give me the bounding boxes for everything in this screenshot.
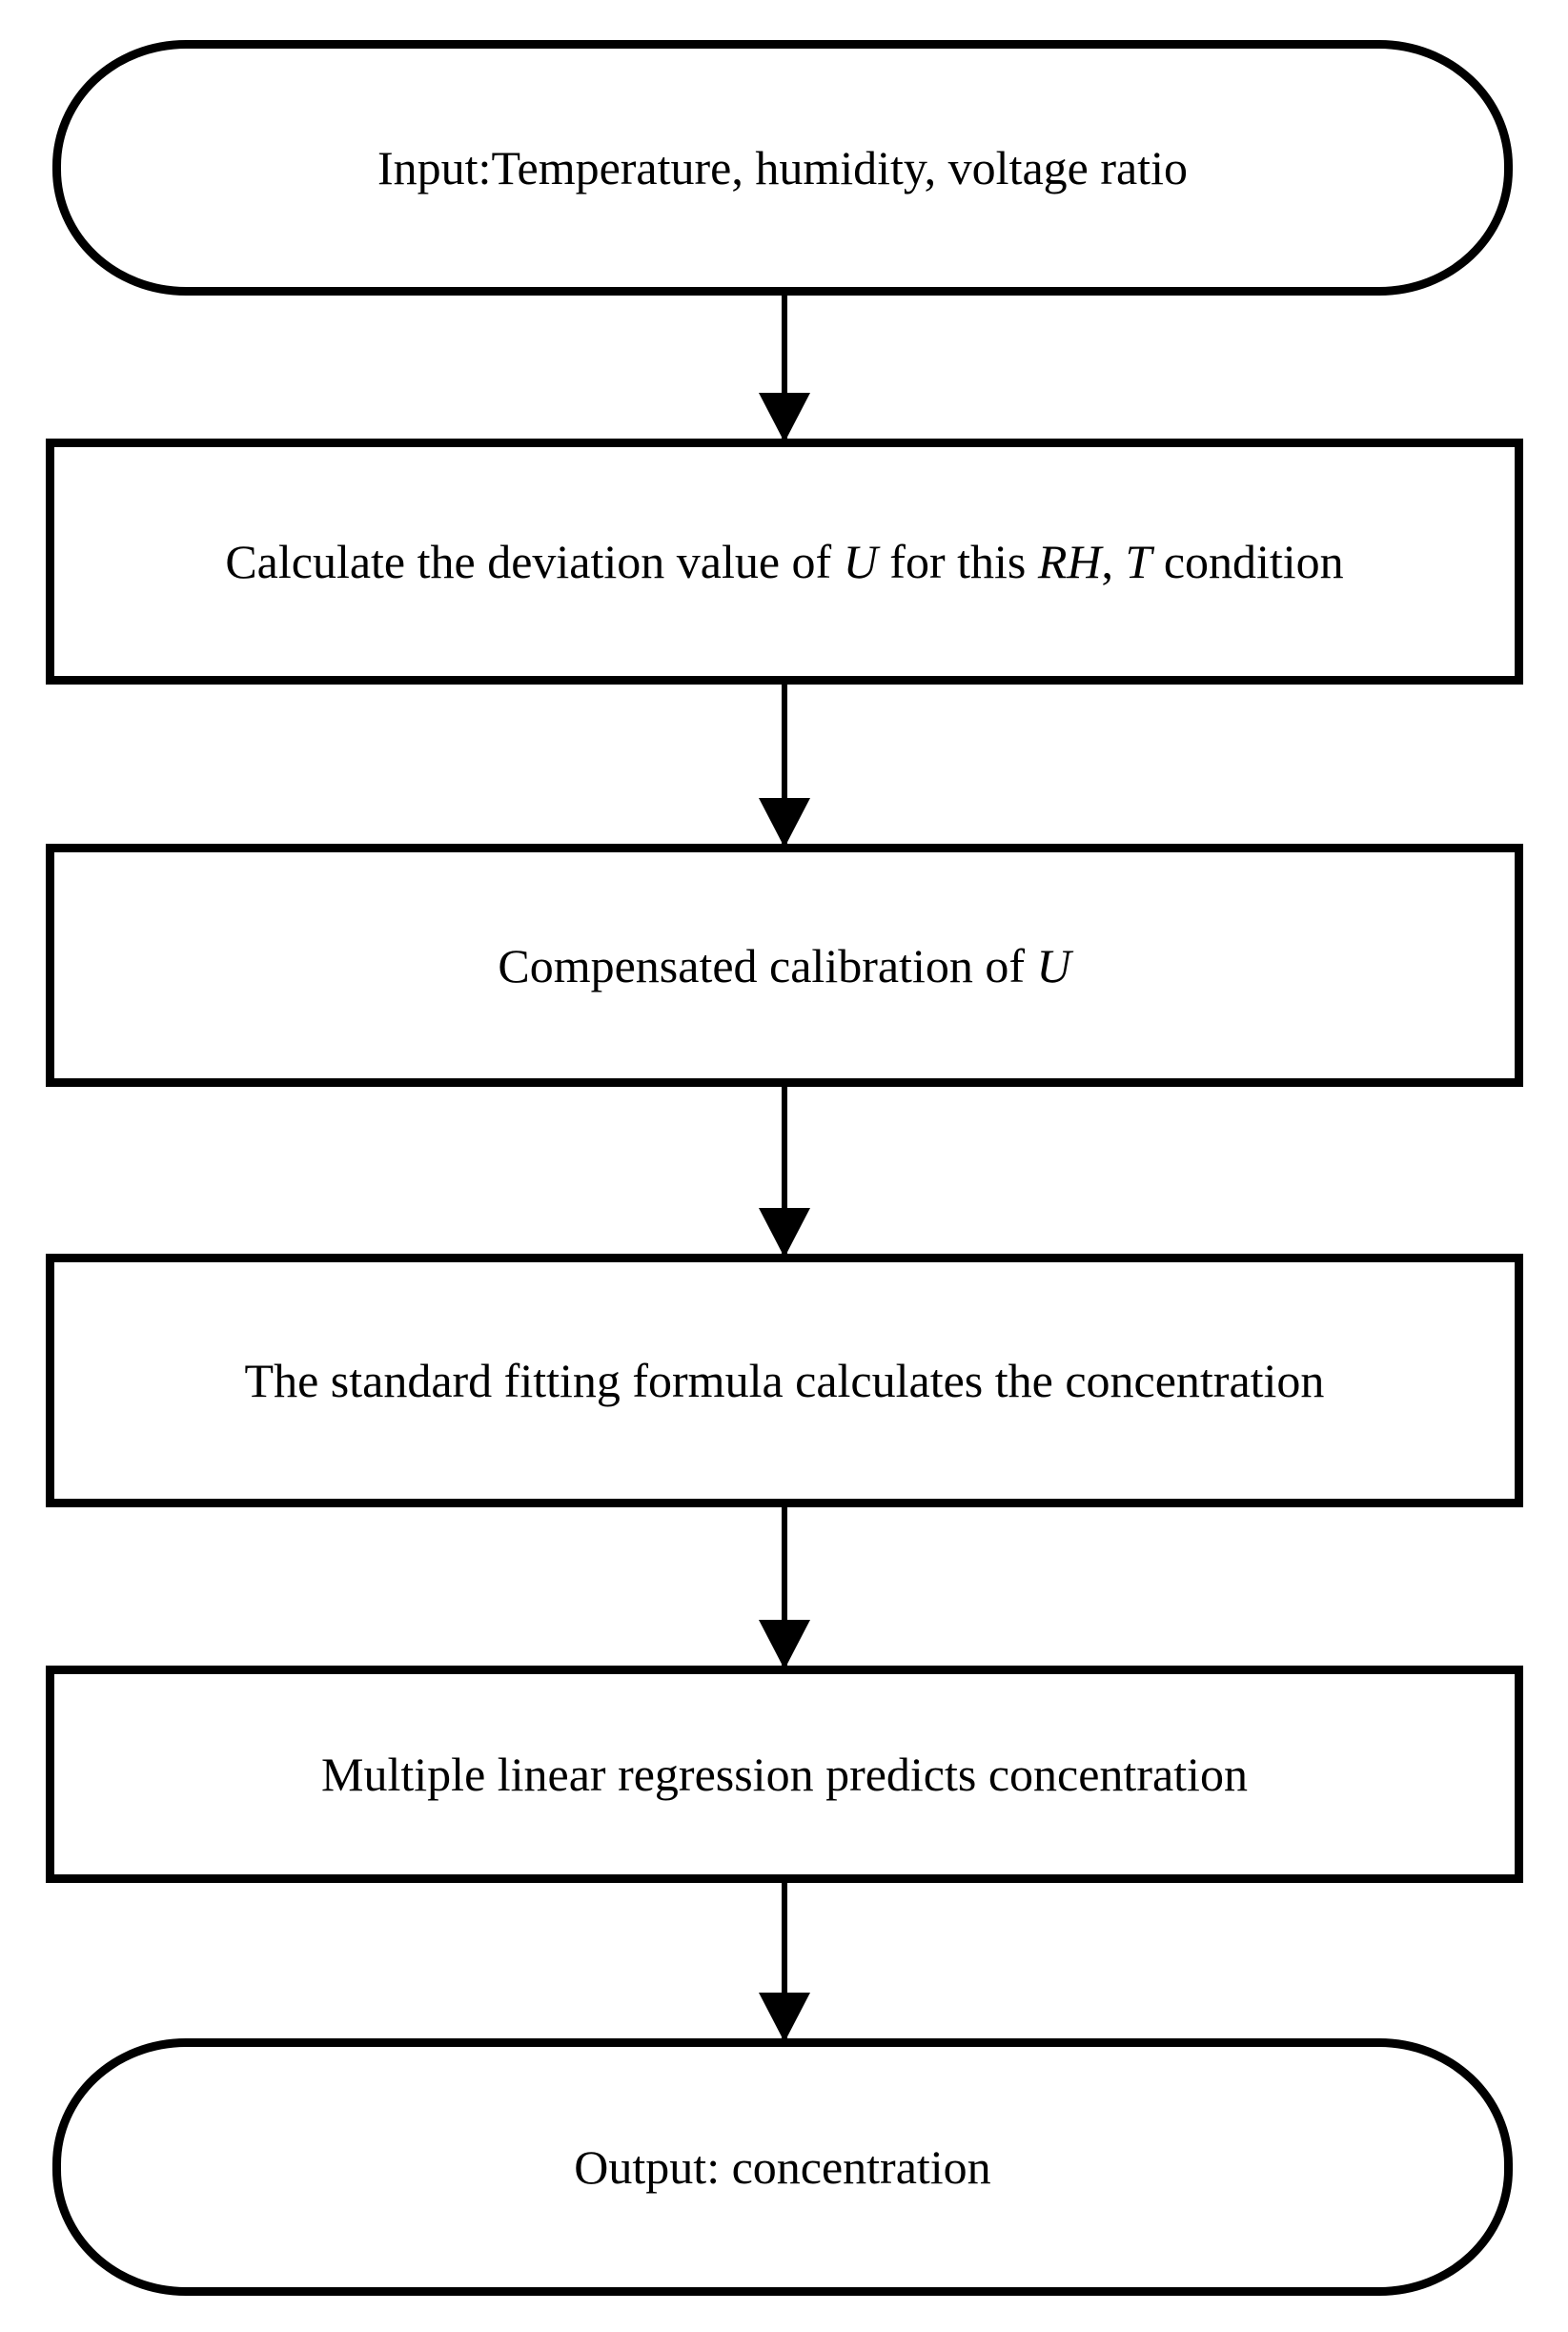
arrowhead-down-icon	[759, 798, 810, 848]
flow-node-label: The standard fitting formula calculates …	[244, 1354, 1325, 1407]
flow-arrow-5	[759, 1881, 810, 2042]
arrowhead-down-icon	[759, 393, 810, 442]
flow-node-label: Output: concentration	[574, 2140, 991, 2194]
arrowhead-down-icon	[759, 1993, 810, 2042]
flow-node-calculate-deviation: Calculate the deviation value of U for t…	[46, 439, 1523, 685]
flow-node-label: Multiple linear regression predicts conc…	[321, 1748, 1248, 1801]
flow-node-label: Calculate the deviation value of U for t…	[225, 535, 1344, 588]
flow-node-standard-fitting-formula: The standard fitting formula calculates …	[46, 1254, 1523, 1507]
flow-node-compensated-calibration: Compensated calibration of U	[46, 844, 1523, 1087]
flow-arrow-3	[759, 1085, 810, 1258]
flow-arrow-4	[759, 1505, 810, 1669]
flow-arrow-2	[759, 683, 810, 848]
flow-node-output-terminator: Output: concentration	[52, 2038, 1513, 2296]
flow-node-multiple-linear-regression: Multiple linear regression predicts conc…	[46, 1666, 1523, 1883]
arrowhead-down-icon	[759, 1208, 810, 1258]
flow-node-input-terminator: Input:Temperature, humidity, voltage rat…	[52, 40, 1513, 296]
arrowhead-down-icon	[759, 1620, 810, 1669]
flow-node-label: Compensated calibration of U	[498, 938, 1071, 992]
flow-arrow-1	[759, 294, 810, 442]
flow-node-label: Input:Temperature, humidity, voltage rat…	[377, 141, 1188, 194]
